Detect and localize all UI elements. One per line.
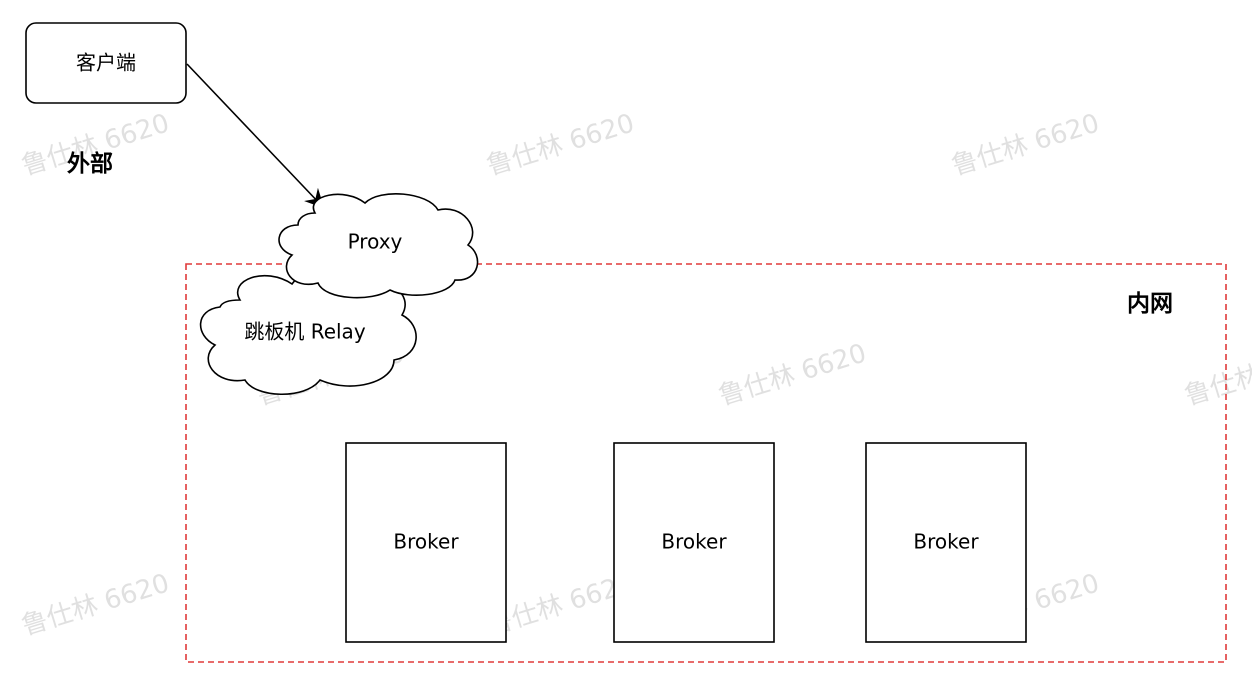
broker-label: Broker [913, 530, 979, 554]
watermark: 鲁仕林 6620 [948, 108, 1103, 181]
external-zone-label: 外部 [67, 150, 113, 177]
watermark: 鲁仕林 6620 [1181, 338, 1252, 411]
broker-node[interactable]: Broker [345, 442, 507, 643]
internal-network-zone [185, 263, 1227, 663]
broker-label: Broker [661, 530, 727, 554]
broker-node[interactable]: Broker [865, 442, 1027, 643]
proxy-label: Proxy [348, 230, 403, 254]
relay-node[interactable]: 跳板机 Relay [199, 270, 417, 396]
proxy-node[interactable]: Proxy [278, 193, 479, 299]
watermark: 鲁仕林 6620 [715, 338, 870, 411]
internal-zone-label: 内网 [1127, 291, 1173, 317]
client-node[interactable]: 客户端 [25, 22, 187, 104]
client-to-proxy-arrow [186, 63, 325, 209]
client-label: 客户端 [76, 51, 136, 75]
watermark: 鲁仕林 6620 [18, 568, 173, 641]
proxy-cloud-shape [278, 193, 479, 299]
broker-label: Broker [393, 530, 459, 554]
watermark: 鲁仕林 6620 [483, 108, 638, 181]
relay-label: 跳板机 Relay [244, 320, 365, 344]
broker-node[interactable]: Broker [613, 442, 775, 643]
